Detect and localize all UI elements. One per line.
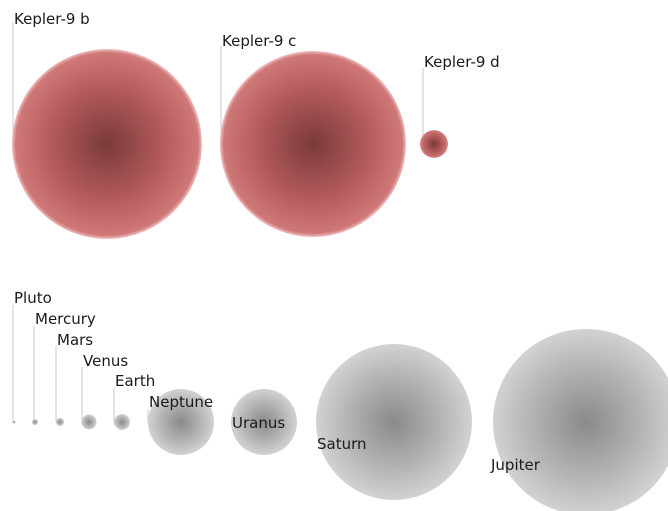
planet-label: Neptune: [149, 393, 213, 411]
planet-disc: [56, 418, 64, 426]
planet-label: Mars: [57, 331, 93, 349]
planet-kepler-9-c: Kepler-9 c: [220, 32, 406, 237]
planet-jupiter: Jupiter: [490, 329, 668, 511]
planet-saturn: Saturn: [316, 344, 472, 500]
planet-neptune: Neptune: [147, 389, 214, 455]
solar-system-group: Pluto Mercury Mars Venus Earth Neptune: [12, 289, 668, 511]
planet-label: Uranus: [232, 414, 285, 432]
planet-mars: Mars: [55, 331, 93, 426]
planet-label: Venus: [83, 352, 128, 370]
planet-disc: [148, 389, 214, 455]
planet-venus: Venus: [81, 352, 128, 430]
planet-label: Jupiter: [490, 456, 541, 474]
planet-disc: [32, 419, 38, 425]
planet-disc: [231, 389, 297, 455]
planet-label: Earth: [115, 372, 155, 390]
planet-disc: [420, 130, 448, 158]
planet-disc: [493, 329, 668, 511]
planet-mercury: Mercury: [32, 310, 96, 425]
planet-uranus: Uranus: [231, 389, 297, 455]
planet-disc: [316, 344, 472, 500]
planet-label: Mercury: [35, 310, 96, 328]
planet-disc: [220, 51, 406, 237]
planet-kepler-9-b: Kepler-9 b: [12, 10, 202, 239]
planet-disc: [114, 414, 130, 430]
planet-label: Kepler-9 c: [222, 32, 296, 50]
planet-earth: Earth: [113, 372, 155, 430]
kepler-system-group: Kepler-9 b Kepler-9 c Kepler-9 d: [12, 10, 500, 239]
planet-label: Saturn: [317, 435, 367, 453]
planet-label: Kepler-9 b: [14, 10, 90, 28]
planet-disc: [12, 420, 16, 424]
planet-kepler-9-d: Kepler-9 d: [420, 53, 500, 158]
planet-disc: [81, 414, 97, 430]
planet-label: Kepler-9 d: [424, 53, 500, 71]
planet-pluto: Pluto: [12, 289, 52, 424]
planet-disc: [12, 49, 202, 239]
planet-label: Pluto: [14, 289, 52, 307]
